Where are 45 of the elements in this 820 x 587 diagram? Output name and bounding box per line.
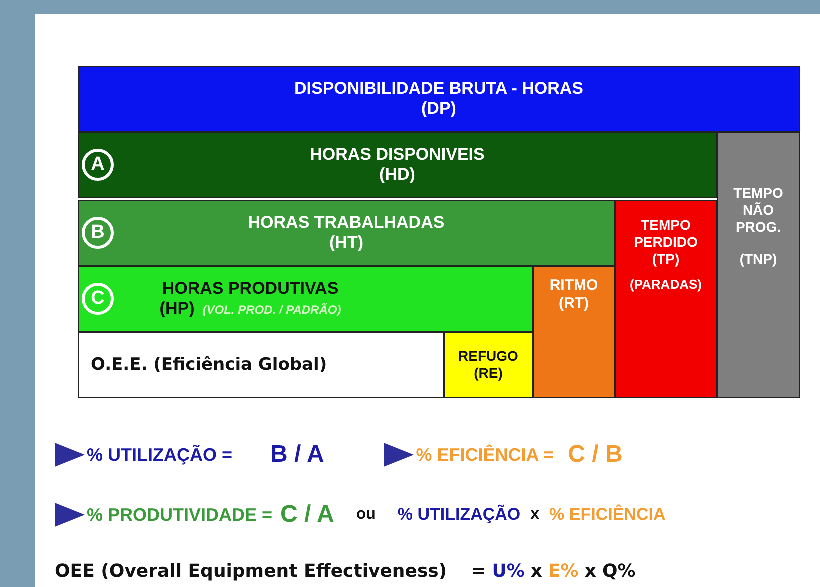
band-label: (HP) [160,299,195,318]
band-label: O.E.E. (Eficiência Global) [91,354,328,376]
formula-text: % PRODUTIVIDADE = [87,504,273,526]
formula-text: % EFICIÊNCIA = [416,444,554,466]
band-label: TEMPO PERDIDO (TP) [633,217,699,268]
formula-ratio: C / B [568,441,623,469]
band-label: HORAS PRODUTIVAS [162,278,339,299]
band-label: (TNP) [738,251,778,268]
hours-band [78,132,717,198]
formula-text: = [471,560,486,582]
letter-badge: B [82,217,114,249]
band-label: (HD) [380,165,416,186]
hours-band [78,266,533,332]
letter-badge: A [82,149,114,181]
formula-text: % UTILIZAÇÃO [398,505,521,525]
formula-text: % EFICIÊNCIA [550,505,666,525]
hours-band [78,66,800,132]
formula-ratio: B / A [270,441,324,469]
formula-ratio: C / A [280,501,334,529]
formula-text: % UTILIZAÇÃO = [87,444,233,466]
letter-badge: C [82,283,114,315]
band-label: TEMPO NÃO PROG. [732,185,784,236]
band-label: HORAS TRABALHADAS [248,212,445,233]
band-label: HORAS DISPONIVEIS [310,144,485,165]
band-label: RITMO (RT) [548,277,600,313]
category-box [615,200,717,398]
formula-text: ou [356,506,376,524]
band-label: (DP) [422,99,456,120]
formula-text: U% [492,560,525,582]
formula-text: E% [548,560,579,582]
hours-band [78,200,615,266]
category-box [717,132,800,398]
formula-text: OEE (Overall Equipment Effectiveness) [55,560,448,582]
formula-text: x [530,560,542,582]
category-box [78,332,444,398]
band-label: (PARADAS) [629,277,703,293]
category-box [444,332,533,398]
band-label: REFUGO (RE) [458,348,520,382]
formula-text: x [584,560,596,582]
formula-note: (VOL. PROD. / PADRÃO) [202,303,342,317]
category-box [533,266,615,398]
band-label: DISPONIBILIDADE BRUTA - HORAS [294,78,584,99]
formula-text: x [530,506,540,524]
band-label: (HT) [330,233,364,254]
formula-text: Q% [602,560,636,582]
